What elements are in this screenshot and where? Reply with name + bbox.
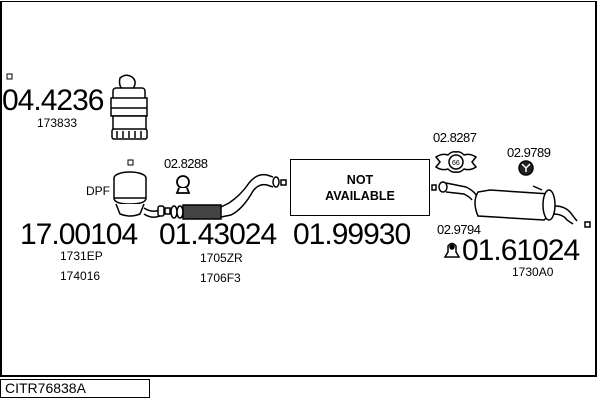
catalyst-code: 173833 [37, 116, 78, 130]
not-available-line2: AVAILABLE [325, 188, 395, 203]
catalyst-price: 04.4236 [2, 84, 104, 117]
clamp-front-icon [175, 175, 191, 194]
connector-marker [6, 73, 13, 80]
hanger-code: 02.9794 [437, 222, 481, 237]
rear-silencer-code: 1730A0 [512, 265, 554, 279]
clamp-size-label: 66 [452, 160, 460, 167]
reference-code: CITR76838A [5, 380, 86, 396]
rear-silencer-price: 01.61024 [462, 234, 580, 267]
rubber-mount-icon [518, 160, 534, 176]
not-available-line1: NOT [346, 172, 374, 187]
clamp-rear-icon [434, 151, 478, 173]
front-pipe-code-2: 1706F3 [200, 271, 241, 285]
rear-silencer-icon [431, 181, 591, 228]
not-available-box: NOT AVAILABLE [290, 159, 430, 216]
dpf-code-2: 174016 [60, 269, 101, 283]
front-pipe-icon [170, 173, 287, 220]
clamp-front-code: 02.8288 [164, 156, 208, 171]
diagram-frame [0, 1, 597, 377]
front-pipe-code-1: 1705ZR [200, 251, 243, 265]
catalyst-icon [110, 74, 148, 140]
dpf-price: 17.00104 [20, 218, 138, 251]
not-available-price: 01.99930 [293, 218, 411, 251]
reference-code-box: CITR76838A [0, 379, 150, 398]
rubber-mount-code: 02.9789 [507, 145, 551, 160]
clamp-rear-code: 02.8287 [433, 130, 477, 145]
connector-marker [127, 159, 134, 166]
dpf-icon [113, 171, 171, 218]
dpf-code-1: 1731EP [60, 249, 103, 263]
front-pipe-price: 01.43024 [159, 218, 277, 251]
hanger-icon [443, 242, 461, 258]
dpf-label: DPF [86, 184, 110, 198]
